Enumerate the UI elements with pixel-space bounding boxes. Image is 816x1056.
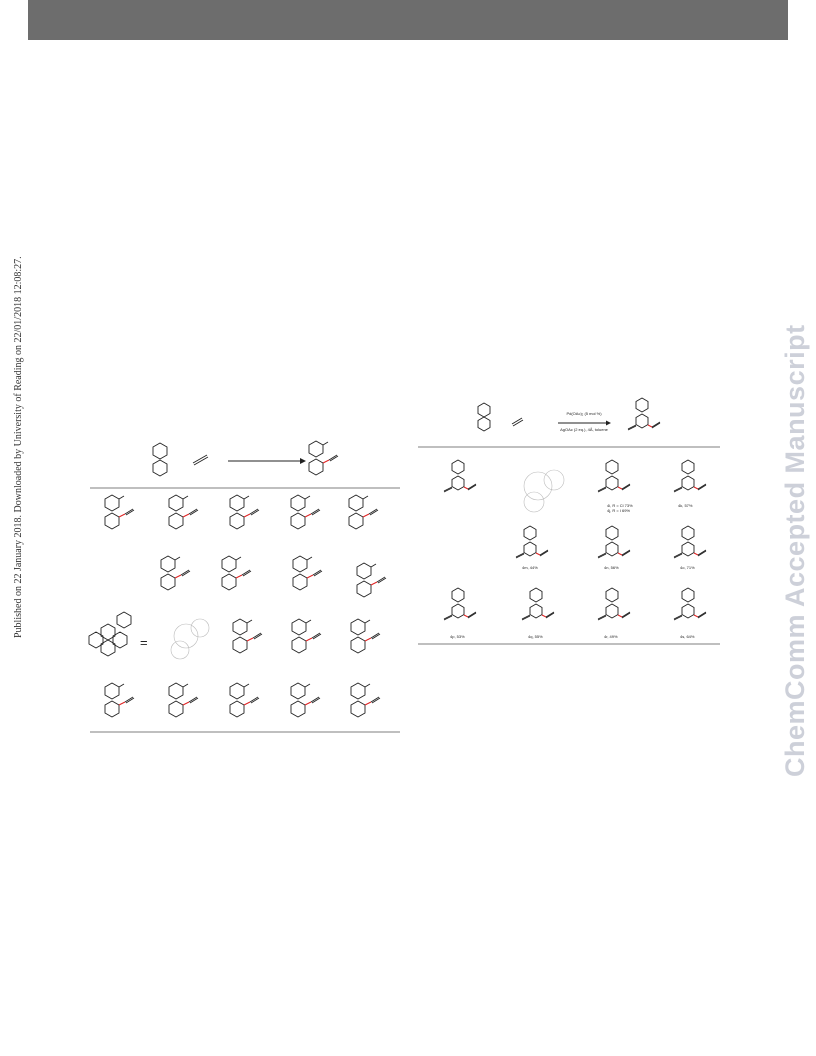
header-bar bbox=[28, 0, 788, 40]
left-product-grid: = bbox=[88, 495, 386, 717]
alkyne-reagent bbox=[192, 454, 208, 464]
crystal-structure-left bbox=[170, 618, 210, 660]
svg-text:4m, 44%: 4m, 44% bbox=[522, 565, 538, 570]
svg-text:Pd(OAc)₂ (5 mol %): Pd(OAc)₂ (5 mol %) bbox=[566, 411, 602, 416]
svg-text:4s, 64%: 4s, 64% bbox=[680, 634, 695, 639]
svg-text:4j, R = I 69%: 4j, R = I 69% bbox=[607, 508, 630, 513]
svg-text:4p, 53%: 4p, 53% bbox=[450, 634, 465, 639]
svg-text:4k, 57%: 4k, 57% bbox=[678, 503, 693, 508]
svg-text:AgOAc (2 eq.), 4Å, toluene: AgOAc (2 eq.), 4Å, toluene bbox=[560, 427, 609, 432]
svg-text:4n, 56%: 4n, 56% bbox=[604, 565, 619, 570]
crystal-structure-right bbox=[523, 469, 565, 513]
svg-text:4q, 55%: 4q, 55% bbox=[528, 634, 543, 639]
svg-text:=: = bbox=[140, 635, 148, 650]
svg-text:4o, 71%: 4o, 71% bbox=[680, 565, 695, 570]
svg-text:4i, R = Cl 73%: 4i, R = Cl 73% bbox=[607, 503, 633, 508]
svg-text:4r, 49%: 4r, 49% bbox=[604, 634, 618, 639]
